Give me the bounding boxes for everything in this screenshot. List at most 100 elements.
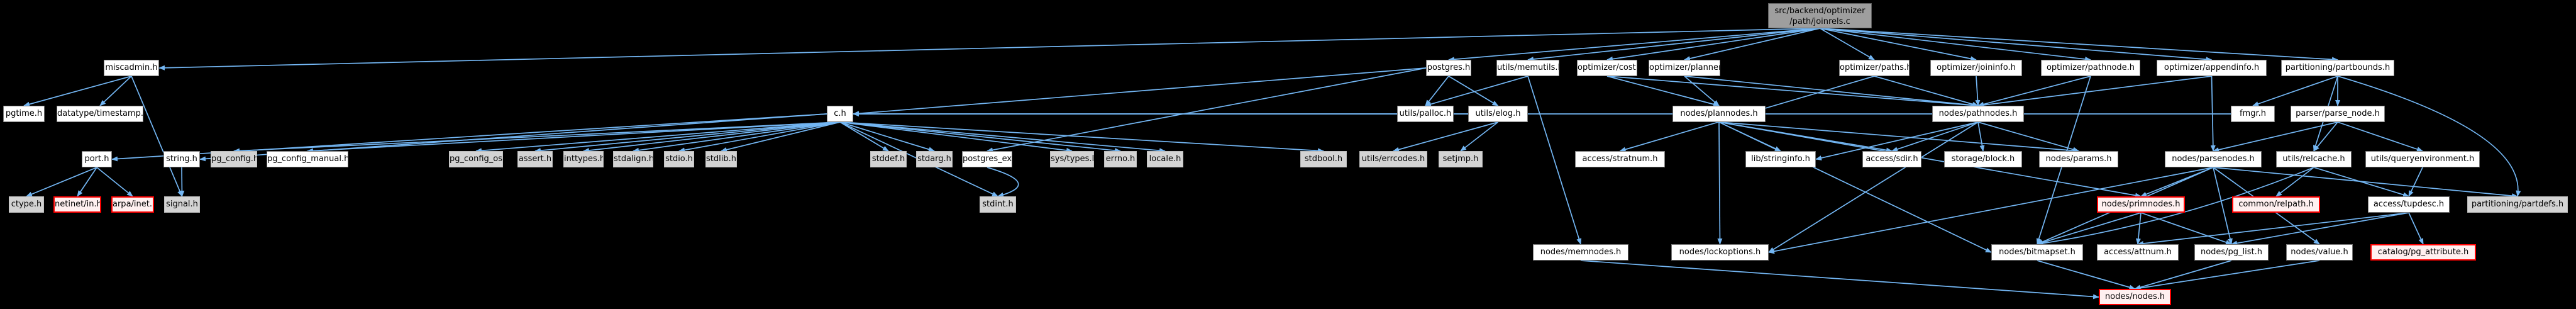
graph-node-pg-attribute[interactable]: catalog/pg_attribute.h [2370, 244, 2476, 261]
graph-node-setjmp[interactable]: setjmp.h [1439, 151, 1483, 167]
graph-node-relpath[interactable]: common/relpath.h [2232, 196, 2320, 213]
graph-node-pg-config[interactable]: pg_config.h [211, 151, 257, 167]
graph-node-pgtime[interactable]: pgtime.h [3, 106, 45, 122]
graph-node-sdir[interactable]: access/sdir.h [1862, 151, 1921, 167]
edge-partbounds-to-fmgr [2252, 76, 2338, 106]
edge-pathnodes-to-stringinfo [1815, 121, 1979, 160]
edge-planner-to-plannodes [1684, 76, 1720, 106]
edge-cost-to-pathnodes [1606, 76, 1979, 108]
edge-value-to-nodes [2134, 260, 2320, 291]
graph-node-tupdesc[interactable]: access/tupdesc.h [2368, 196, 2450, 213]
edge-parse-node-to-parsenodes [2213, 121, 2338, 152]
graph-node-plannodes[interactable]: nodes/plannodes.h [1672, 106, 1766, 122]
edge-cost-to-plannodes [1606, 76, 1720, 107]
graph-node-postgres-ext[interactable]: postgres_ext.h [962, 151, 1012, 167]
graph-node-relcache[interactable]: utils/relcache.h [2276, 151, 2352, 167]
edge-elog-to-setjmp [1460, 121, 1499, 152]
edge-joininfo-to-pathnodes [1975, 76, 1981, 106]
graph-node-palloc[interactable]: utils/palloc.h [1397, 106, 1454, 122]
edge-primnodes-to-bitmapset [2037, 212, 2142, 245]
edge-parse-node-to-queryenv [2337, 121, 2423, 152]
graph-node-pg-list[interactable]: nodes/pg_list.h [2194, 244, 2269, 261]
edge-c-to-pg-config-os [475, 121, 841, 154]
edge-bitmapset-to-nodes [2037, 260, 2136, 290]
edge-memutils-to-memnodes [1527, 76, 1582, 245]
graph-node-string[interactable]: string.h [163, 151, 200, 167]
graph-node-stratnum[interactable]: access/stratnum.h [1575, 151, 1665, 167]
graph-node-stdbool[interactable]: stdbool.h [1300, 151, 1347, 167]
edge-pathnodes-to-block [1977, 121, 1985, 152]
graph-node-inttypes[interactable]: inttypes.h [563, 151, 604, 167]
edge-root-to-pathnode [1820, 28, 2091, 62]
graph-node-planner[interactable]: optimizer/planner.h [1649, 60, 1720, 76]
graph-node-c[interactable]: c.h [827, 106, 853, 122]
edge-c-to-sys-types [839, 121, 1073, 153]
graph-node-netinet[interactable]: netinet/in.h [53, 196, 101, 213]
edge-root-to-joininfo [1820, 28, 1977, 62]
graph-node-partbounds[interactable]: partitioning/partbounds.h [2281, 60, 2394, 76]
edge-miscadmin-to-pgtime [23, 76, 132, 107]
graph-node-errcodes[interactable]: utils/errcodes.h [1359, 151, 1427, 167]
graph-node-signal[interactable]: signal.h [164, 196, 200, 213]
edge-plannodes-to-primnodes [1718, 121, 2142, 198]
edge-tupdesc-to-pg-list [2231, 212, 2409, 246]
graph-node-params[interactable]: nodes/params.h [2039, 151, 2118, 167]
graph-node-partdefs[interactable]: partitioning/partdefs.h [2467, 196, 2568, 213]
graph-node-stringinfo[interactable]: lib/stringinfo.h [1745, 151, 1816, 167]
graph-node-sys-types[interactable]: sys/types.h [1050, 151, 1094, 167]
graph-node-primnodes[interactable]: nodes/primnodes.h [2097, 196, 2185, 213]
graph-node-pathnodes[interactable]: nodes/pathnodes.h [1932, 106, 2024, 122]
edge-c-to-stdio [678, 121, 841, 153]
graph-node-queryenv[interactable]: utils/queryenvironment.h [2365, 151, 2480, 167]
edge-postgres-to-postgres-ext [987, 67, 1427, 153]
graph-node-locale[interactable]: locale.h [1147, 151, 1183, 167]
edge-tupdesc-to-pg-attribute [2408, 212, 2424, 245]
graph-node-appendinfo[interactable]: optimizer/appendinfo.h [2157, 60, 2267, 76]
graph-node-port[interactable]: port.h [82, 151, 112, 167]
graph-node-pg-config-os[interactable]: pg_config_os.h [449, 151, 503, 167]
graph-node-pathnode[interactable]: optimizer/pathnode.h [2041, 60, 2140, 76]
graph-node-attnum[interactable]: access/attnum.h [2097, 244, 2179, 261]
graph-node-bitmapset[interactable]: nodes/bitmapset.h [1991, 244, 2083, 261]
graph-node-ctype[interactable]: ctype.h [9, 196, 44, 213]
edge-relcache-to-tupdesc [2313, 167, 2409, 198]
graph-node-joininfo[interactable]: optimizer/joininfo.h [1930, 60, 2022, 76]
graph-node-stdint[interactable]: stdint.h [980, 196, 1016, 213]
graph-node-miscadmin[interactable]: miscadmin.h [104, 60, 159, 76]
edge-postgres-ext-to-stdint [987, 167, 1019, 198]
graph-node-stdio[interactable]: stdio.h [664, 151, 694, 167]
edge-root-to-partbounds [1820, 28, 2338, 62]
edge-primnodes-to-pg-list [2140, 212, 2232, 245]
graph-node-fmgr[interactable]: fmgr.h [2231, 106, 2275, 122]
graph-node-errno[interactable]: errno.h [1104, 151, 1137, 167]
graph-node-postgres[interactable]: postgres.h [1426, 60, 1471, 76]
edge-plannodes-to-params [1718, 121, 2079, 154]
edge-pg-list-to-nodes [2134, 260, 2232, 290]
edge-port-to-netinet [77, 167, 97, 197]
graph-node-parsenodes[interactable]: nodes/parsenodes.h [2165, 151, 2262, 167]
edge-c-to-locale [839, 121, 1166, 154]
graph-node-memnodes[interactable]: nodes/memnodes.h [1533, 244, 1628, 261]
graph-node-memutils[interactable]: utils/memutils.h [1496, 60, 1559, 76]
graph-node-parse-node[interactable]: parser/parse_node.h [2291, 106, 2385, 122]
graph-node-stdalign[interactable]: stdalign.h [613, 151, 653, 167]
graph-node-nodes[interactable]: nodes/nodes.h [2099, 289, 2171, 305]
graph-node-value[interactable]: nodes/value.h [2286, 244, 2353, 261]
graph-node-assert[interactable]: assert.h [517, 151, 553, 167]
graph-node-pg-config-manual[interactable]: pg_config_manual.h [267, 151, 348, 167]
edge-pathnodes-to-sdir [1891, 121, 1979, 152]
graph-node-block[interactable]: storage/block.h [1944, 151, 2022, 167]
edge-c-to-pg-config [233, 121, 841, 154]
graph-node-cost[interactable]: optimizer/cost.h [1577, 60, 1637, 76]
edge-miscadmin-to-timestamp [99, 76, 132, 106]
graph-node-stdarg[interactable]: stdarg.h [916, 151, 953, 167]
edge-postgres-to-palloc [1425, 76, 1449, 106]
graph-node-timestamp[interactable]: datatype/timestamp.h [57, 106, 143, 122]
edge-parsenodes-to-partdefs [2213, 167, 2518, 199]
graph-node-stdlib[interactable]: stdlib.h [705, 151, 737, 167]
graph-node-stddef[interactable]: stddef.h [870, 151, 907, 167]
graph-node-elog[interactable]: utils/elog.h [1468, 106, 1528, 122]
graph-node-arpa[interactable]: arpa/inet.h [111, 196, 154, 213]
graph-node-paths[interactable]: optimizer/paths.h [1839, 60, 1910, 76]
graph-node-lockoptions[interactable]: nodes/lockoptions.h [1671, 244, 1769, 261]
